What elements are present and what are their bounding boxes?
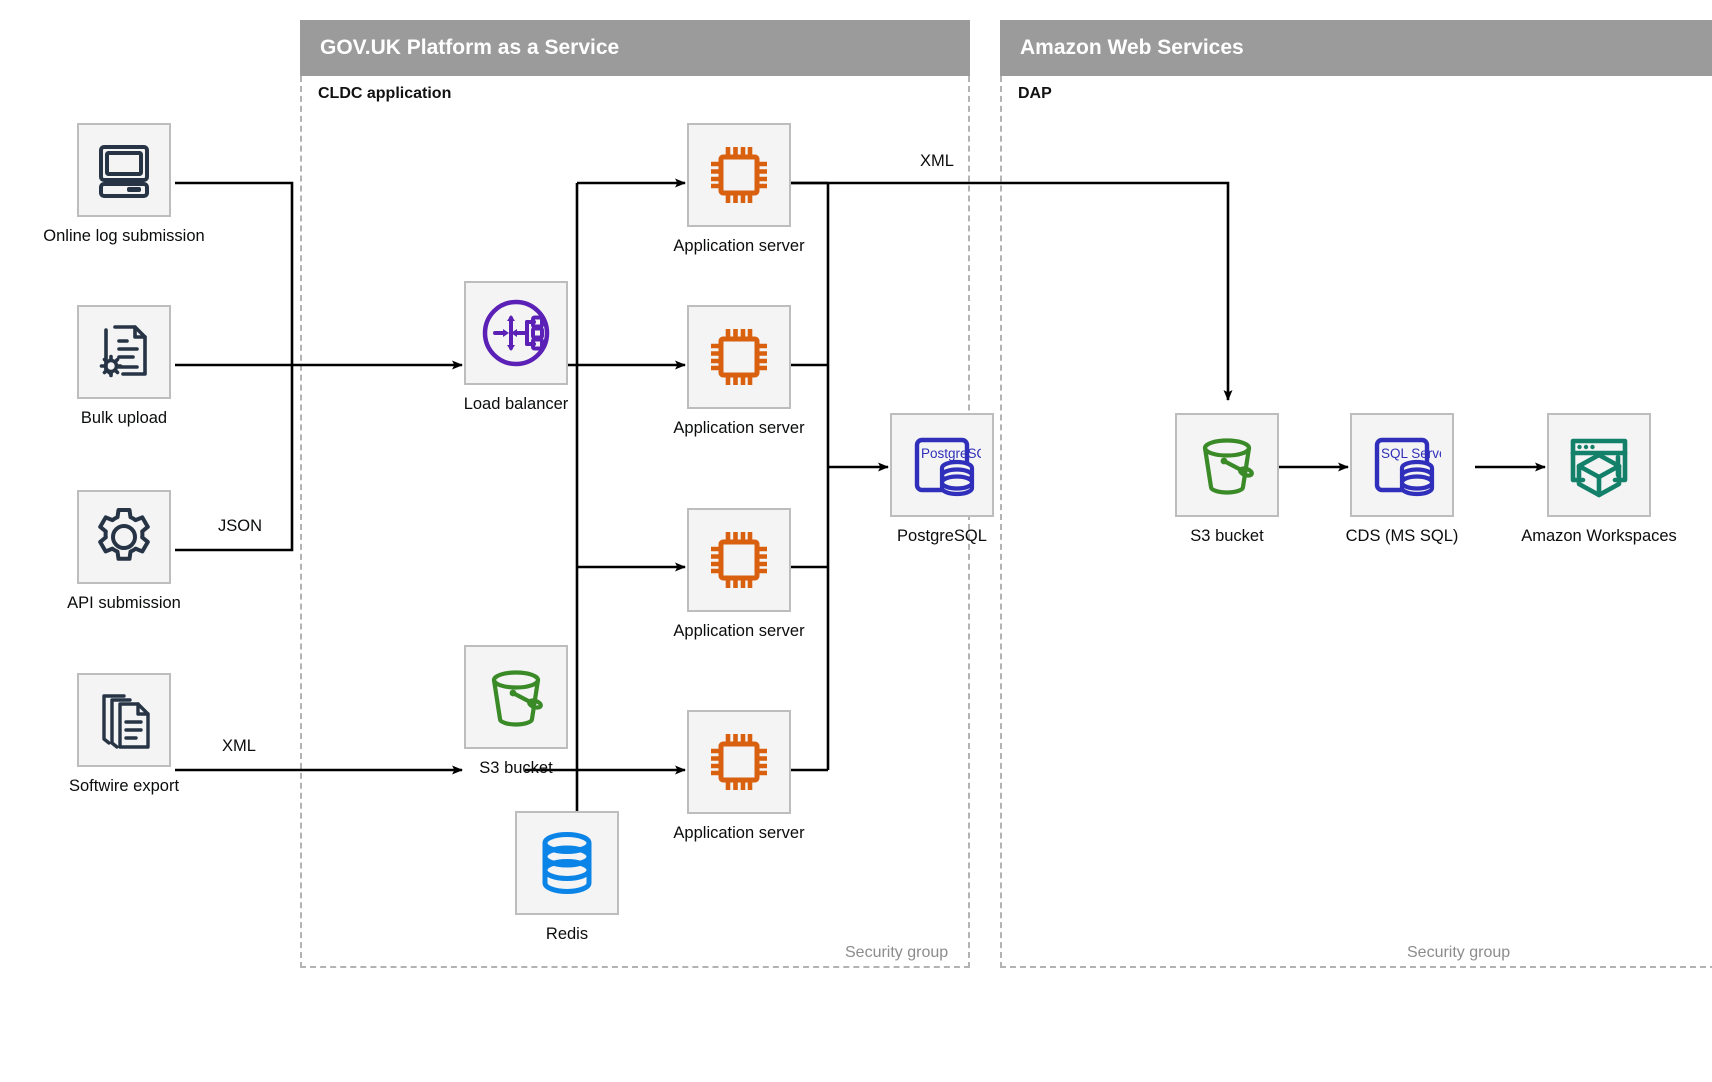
s3-bucket-paas-tile[interactable] bbox=[464, 645, 568, 749]
amazon-workspaces-label: Amazon Workspaces bbox=[1521, 527, 1677, 545]
cpu-chip-icon bbox=[711, 329, 767, 385]
app-server-4-tile[interactable] bbox=[687, 710, 791, 814]
load-balancer-label: Load balancer bbox=[463, 395, 569, 413]
gear-icon bbox=[98, 508, 150, 561]
group-body-aws bbox=[1000, 76, 1712, 968]
security-group-label-aws: Security group bbox=[1407, 944, 1511, 961]
node-app-server-4[interactable]: Application server bbox=[673, 710, 805, 842]
load-balancer-tile[interactable] bbox=[464, 281, 568, 385]
group-body-paas bbox=[300, 76, 970, 968]
group-subtitle-cldc: CLDC application bbox=[318, 85, 452, 102]
desktop-computer-icon bbox=[99, 145, 149, 198]
node-app-server-3[interactable]: Application server bbox=[673, 508, 805, 640]
edge-label-json: JSON bbox=[218, 517, 263, 535]
edge-label-xml-softwire: XML bbox=[222, 737, 256, 755]
document-gear-icon bbox=[99, 325, 147, 378]
redis-database-icon bbox=[542, 832, 592, 894]
node-load-balancer[interactable]: Load balancer bbox=[464, 281, 568, 413]
cpu-chip-icon bbox=[711, 147, 767, 203]
app-server-2-tile[interactable] bbox=[687, 305, 791, 409]
app-server-4-label: Application server bbox=[673, 824, 805, 842]
node-api-submission[interactable]: API submission bbox=[67, 490, 181, 612]
redis-tile[interactable] bbox=[515, 811, 619, 915]
cds-ms-sql-label: CDS (MS SQL) bbox=[1345, 527, 1459, 545]
group-title-paas: GOV.UK Platform as a Service bbox=[320, 36, 620, 59]
cpu-chip-icon bbox=[711, 532, 767, 588]
postgresql-icon-text: PostgreSQL bbox=[921, 446, 981, 461]
app-server-3-label: Application server bbox=[673, 622, 805, 640]
group-header-paas: GOV.UK Platform as a Service bbox=[300, 20, 970, 76]
group-subtitle-dap: DAP bbox=[1018, 85, 1052, 102]
app-server-1-label: Application server bbox=[673, 237, 805, 255]
cds-ms-sql-tile[interactable]: SQL Server bbox=[1350, 413, 1454, 517]
s3-bucket-icon bbox=[491, 670, 543, 727]
s3-bucket-paas-label: S3 bucket bbox=[479, 759, 553, 777]
softwire-export-tile[interactable] bbox=[77, 673, 171, 767]
redis-label: Redis bbox=[545, 925, 589, 943]
sql-server-icon-text: SQL Server bbox=[1381, 446, 1441, 461]
security-group-label-paas: Security group bbox=[845, 944, 949, 961]
app-server-3-tile[interactable] bbox=[687, 508, 791, 612]
node-postgresql[interactable]: PostgreSQL PostgreSQL bbox=[890, 413, 994, 545]
online-log-submission-label: Online log submission bbox=[43, 227, 205, 245]
api-submission-label: API submission bbox=[67, 594, 181, 612]
postgresql-label: PostgreSQL bbox=[897, 527, 987, 545]
postgresql-tile[interactable]: PostgreSQL bbox=[890, 413, 994, 517]
node-bulk-upload[interactable]: Bulk upload bbox=[77, 305, 171, 427]
node-app-server-1[interactable]: Application server bbox=[673, 123, 805, 255]
cpu-chip-icon bbox=[711, 734, 767, 790]
amazon-workspaces-icon bbox=[1570, 438, 1628, 498]
app-server-1-tile[interactable] bbox=[687, 123, 791, 227]
node-app-server-2[interactable]: Application server bbox=[673, 305, 805, 437]
postgresql-icon: PostgreSQL bbox=[914, 437, 981, 497]
app-server-2-label: Application server bbox=[673, 419, 805, 437]
bulk-upload-label: Bulk upload bbox=[80, 409, 168, 427]
node-softwire-export[interactable]: Softwire export bbox=[69, 673, 179, 795]
node-redis[interactable]: Redis bbox=[515, 811, 619, 943]
bulk-upload-tile[interactable] bbox=[77, 305, 171, 399]
api-submission-tile[interactable] bbox=[77, 490, 171, 584]
online-log-submission-tile[interactable] bbox=[77, 123, 171, 217]
group-header-aws: Amazon Web Services bbox=[1000, 20, 1712, 76]
node-cds-ms-sql[interactable]: SQL Server CDS (MS SQL) bbox=[1346, 413, 1458, 545]
s3-bucket-icon bbox=[1202, 438, 1254, 495]
load-balancer-icon bbox=[482, 299, 550, 367]
stacked-documents-icon bbox=[102, 694, 150, 749]
softwire-export-label: Softwire export bbox=[68, 777, 180, 795]
amazon-workspaces-tile[interactable] bbox=[1547, 413, 1651, 517]
node-amazon-workspaces[interactable]: Amazon Workspaces bbox=[1521, 413, 1677, 545]
node-s3-bucket-paas[interactable]: S3 bucket bbox=[464, 645, 568, 777]
group-title-aws: Amazon Web Services bbox=[1020, 36, 1244, 59]
edge-label-xml-appserver: XML bbox=[920, 152, 954, 170]
s3-bucket-aws-label: S3 bucket bbox=[1190, 527, 1264, 545]
node-online-log-submission[interactable]: Online log submission bbox=[43, 123, 205, 245]
sql-server-icon: SQL Server bbox=[1374, 437, 1441, 497]
node-s3-bucket-aws[interactable]: S3 bucket bbox=[1175, 413, 1279, 545]
s3-bucket-aws-tile[interactable] bbox=[1175, 413, 1279, 517]
